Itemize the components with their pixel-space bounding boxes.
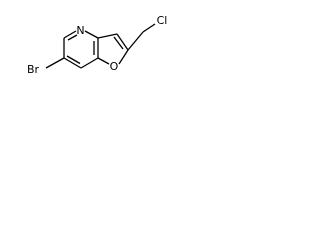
bond-ch2-cl bbox=[142, 23, 156, 33]
bromine-atom-label: Br bbox=[27, 63, 40, 76]
bond-c4-c5-inner bbox=[66, 55, 81, 65]
bond-c5-br bbox=[45, 57, 65, 69]
bond-c2-ch2 bbox=[127, 31, 144, 51]
chlorine-atom-label: Cl bbox=[157, 14, 168, 27]
bond-n-c7a bbox=[84, 30, 99, 39]
bond-c3a-c4 bbox=[80, 57, 99, 69]
bond-c6-n bbox=[63, 30, 77, 39]
bond-c4-c5 bbox=[63, 57, 82, 69]
nitrogen-atom-label: N bbox=[76, 24, 84, 37]
bond-c3-c7a bbox=[97, 33, 118, 39]
bond-c2-c3-inner bbox=[113, 36, 124, 50]
chemical-structure: N O Br Cl bbox=[27, 14, 168, 76]
bond-o-c2 bbox=[118, 49, 129, 65]
bond-c3a-o bbox=[97, 57, 110, 65]
oxygen-atom-label: O bbox=[110, 60, 119, 73]
bond-c6-n-inner bbox=[67, 34, 78, 41]
bond-c2-c3 bbox=[116, 33, 129, 51]
